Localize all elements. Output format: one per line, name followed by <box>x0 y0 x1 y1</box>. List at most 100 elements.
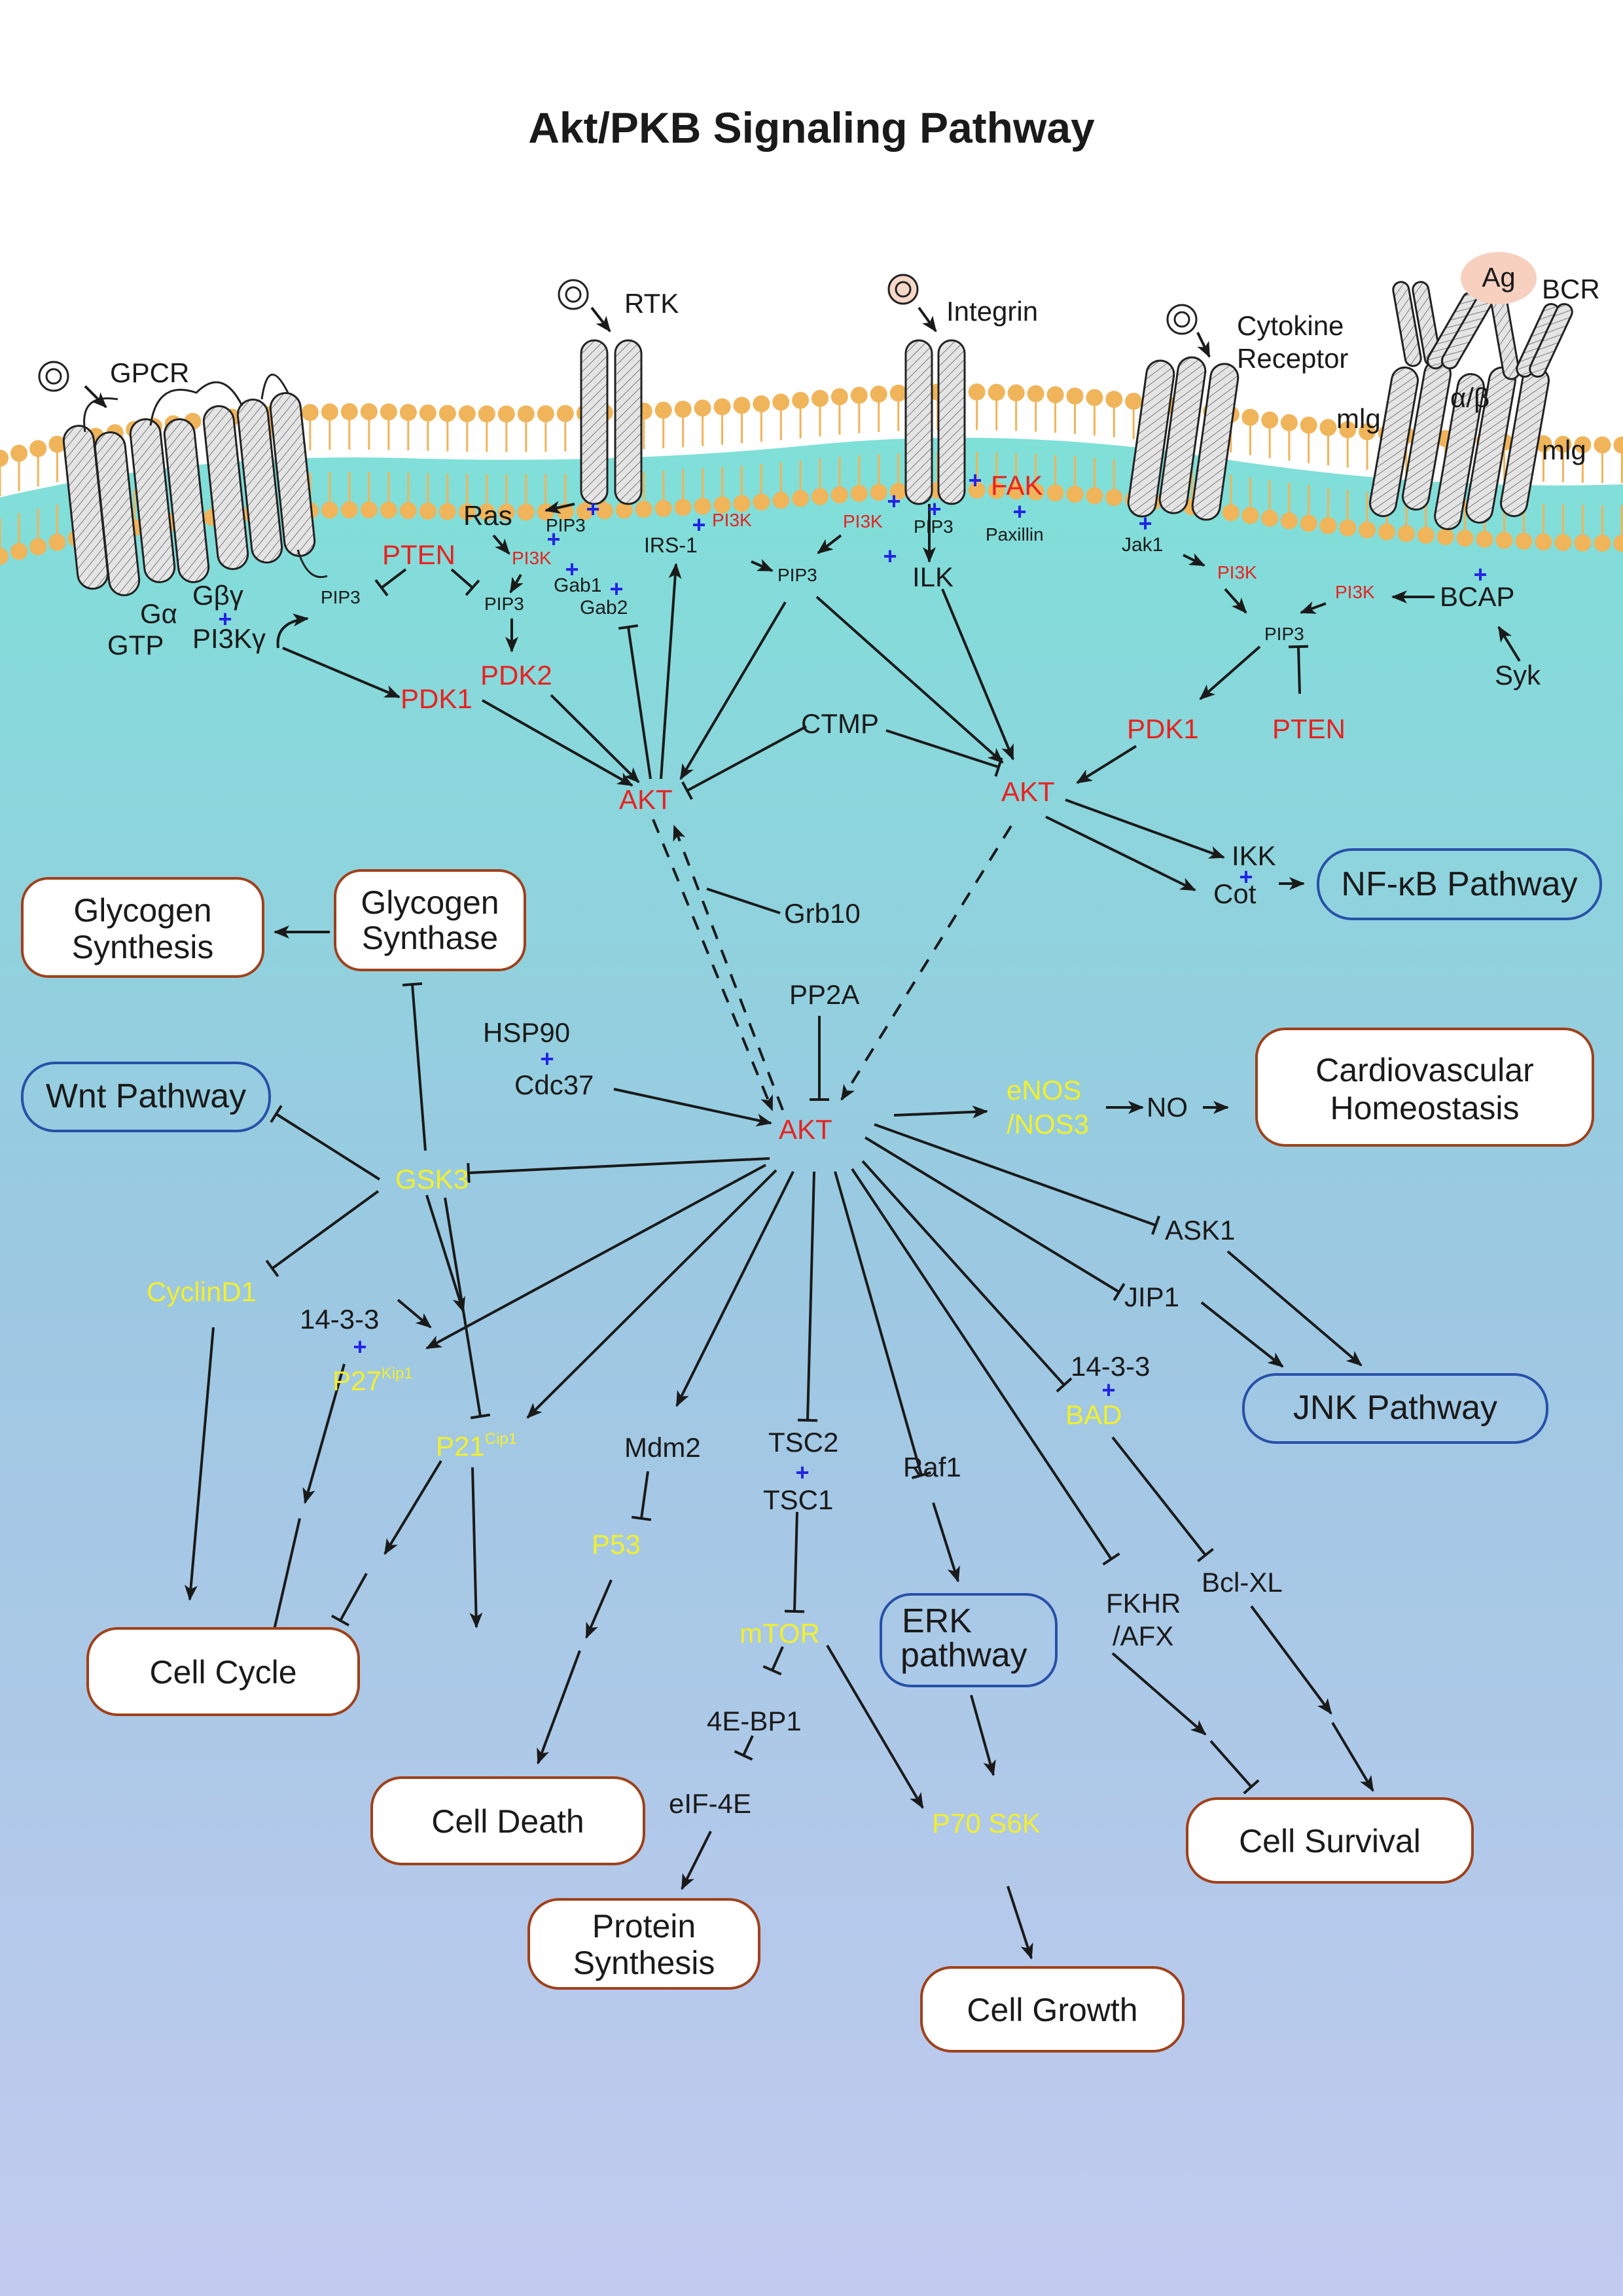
galpha-label: Gα <box>140 598 177 629</box>
lipid-head <box>870 484 887 501</box>
lipid-head <box>968 481 986 499</box>
lipid-head <box>1086 487 1103 505</box>
ligand-icon <box>38 361 69 392</box>
tsc2-label: TSC2 <box>768 1427 838 1458</box>
pip3-mid-label: PIP3 <box>484 594 524 614</box>
lipid-head <box>772 492 790 509</box>
lipid-head <box>478 405 495 423</box>
lipid-head <box>48 533 66 551</box>
lipid-head <box>48 435 66 453</box>
lipid-head <box>419 404 437 422</box>
antigen-bubble <box>1461 252 1537 304</box>
gsk3-label: GSK3 <box>395 1164 469 1194</box>
lipid-head <box>654 401 672 419</box>
bcr-receptor <box>1369 281 1573 530</box>
pip3-right-label: PIP3 <box>1264 624 1304 644</box>
lipid-head <box>458 503 476 521</box>
lipid-head <box>1261 411 1279 429</box>
bcr-label: BCR <box>1542 274 1600 304</box>
pi3k-bcr-label: PI3K <box>1335 582 1375 602</box>
svg-text:+: + <box>927 495 941 522</box>
pip3-center-label: PIP3 <box>777 565 817 585</box>
lipid-head <box>438 503 456 520</box>
cardio-label-1: Cardiovascular <box>1315 1052 1533 1088</box>
pi3k-irs-label: PI3K <box>712 510 752 530</box>
lipid-head <box>1515 532 1533 550</box>
lipid-head <box>654 499 672 517</box>
lipid-head <box>1574 436 1592 454</box>
svg-text:+: + <box>1012 498 1026 525</box>
p21-label: P21Cip1 <box>436 1430 517 1462</box>
lipid-head <box>340 501 358 518</box>
lipid-head <box>1046 386 1064 404</box>
outcome-boxes <box>21 869 1594 2053</box>
lipid-head <box>792 391 810 409</box>
lipid-head <box>419 502 437 520</box>
receptor-group <box>38 252 1573 596</box>
cell-growth-label: Cell Growth <box>967 1992 1137 2028</box>
fkhr-label-2: /AFX <box>1113 1621 1173 1651</box>
bad-label: BAD <box>1065 1399 1122 1430</box>
mtor-label: mTOR <box>740 1618 820 1649</box>
lipid-head <box>1339 519 1357 537</box>
lipid-head <box>1574 534 1592 552</box>
lipid-head <box>29 440 47 457</box>
lipid-head <box>968 383 986 401</box>
lipid-head <box>1613 535 1623 552</box>
lipid-head <box>713 496 731 514</box>
pi3k-int-label: PI3K <box>843 511 883 531</box>
raf1-label: Raf1 <box>903 1452 961 1482</box>
gpcr-receptor <box>62 373 328 596</box>
lipid-head <box>674 401 692 418</box>
gbg-label: Gβγ <box>192 580 243 611</box>
lipid-head <box>1105 391 1123 408</box>
lipid-head <box>1359 521 1376 539</box>
lipid-head <box>1417 526 1435 544</box>
lipid-head <box>1339 421 1357 439</box>
lipid-head <box>1535 533 1552 550</box>
outcome-labels: Glycogen Synthesis Glycogen Synthase Car… <box>72 884 1534 2028</box>
lipid-head <box>321 501 338 519</box>
lipid-head <box>811 389 829 407</box>
svg-text:+: + <box>609 575 623 602</box>
svg-text:+: + <box>968 467 982 493</box>
enos-label-2: /NOS3 <box>1007 1109 1089 1139</box>
svg-text:+: + <box>1239 863 1253 890</box>
plus-signs: + + + + + + + + + + + + + + + + + + <box>218 467 1487 1486</box>
lipid-head <box>1378 523 1395 541</box>
hsp90-label: HSP90 <box>483 1017 570 1048</box>
lipid-head <box>556 404 574 422</box>
pi3kg-label: PI3Kγ <box>192 623 266 654</box>
pp2a-label: PP2A <box>789 979 859 1010</box>
cell-cycle-label: Cell Cycle <box>149 1654 296 1691</box>
lipid-head <box>1222 504 1240 522</box>
akt-right-label: AKT <box>1001 776 1055 807</box>
fak-label: FAK <box>991 470 1043 501</box>
lipid-head <box>1046 484 1064 502</box>
cot-label: Cot <box>1213 878 1257 909</box>
lipid-head <box>1007 482 1025 500</box>
eif4e-label: eIF-4E <box>669 1788 751 1819</box>
cell-death-label: Cell Death <box>431 1803 584 1840</box>
pten-top-label: PTEN <box>382 539 455 570</box>
lipid-head <box>340 403 358 420</box>
svg-text:+: + <box>540 1045 554 1072</box>
pathway-labels: NF-κB Pathway Wnt Pathway JNK Pathway ER… <box>46 865 1578 1674</box>
no-label: NO <box>1147 1092 1188 1122</box>
p1433-left-label: 14-3-3 <box>300 1304 379 1335</box>
cardio-label-2: Homeostasis <box>1330 1090 1520 1126</box>
lipid-head <box>1027 483 1044 501</box>
syk-label: Syk <box>1495 660 1541 691</box>
svg-text:+: + <box>546 526 560 552</box>
paxillin-label: Paxillin <box>986 524 1044 545</box>
glycogen-synthesis-label-2: Synthesis <box>72 929 214 965</box>
jnk-pathway-label: JNK Pathway <box>1293 1389 1497 1427</box>
erk-pathway-label-2: pathway <box>901 1636 1027 1674</box>
rtk-label: RTK <box>624 288 679 319</box>
lipid-head <box>1300 514 1317 532</box>
pdk2-label: PDK2 <box>480 660 552 691</box>
cytokine-label-2: Receptor <box>1237 343 1348 374</box>
lipid-head <box>850 484 868 502</box>
